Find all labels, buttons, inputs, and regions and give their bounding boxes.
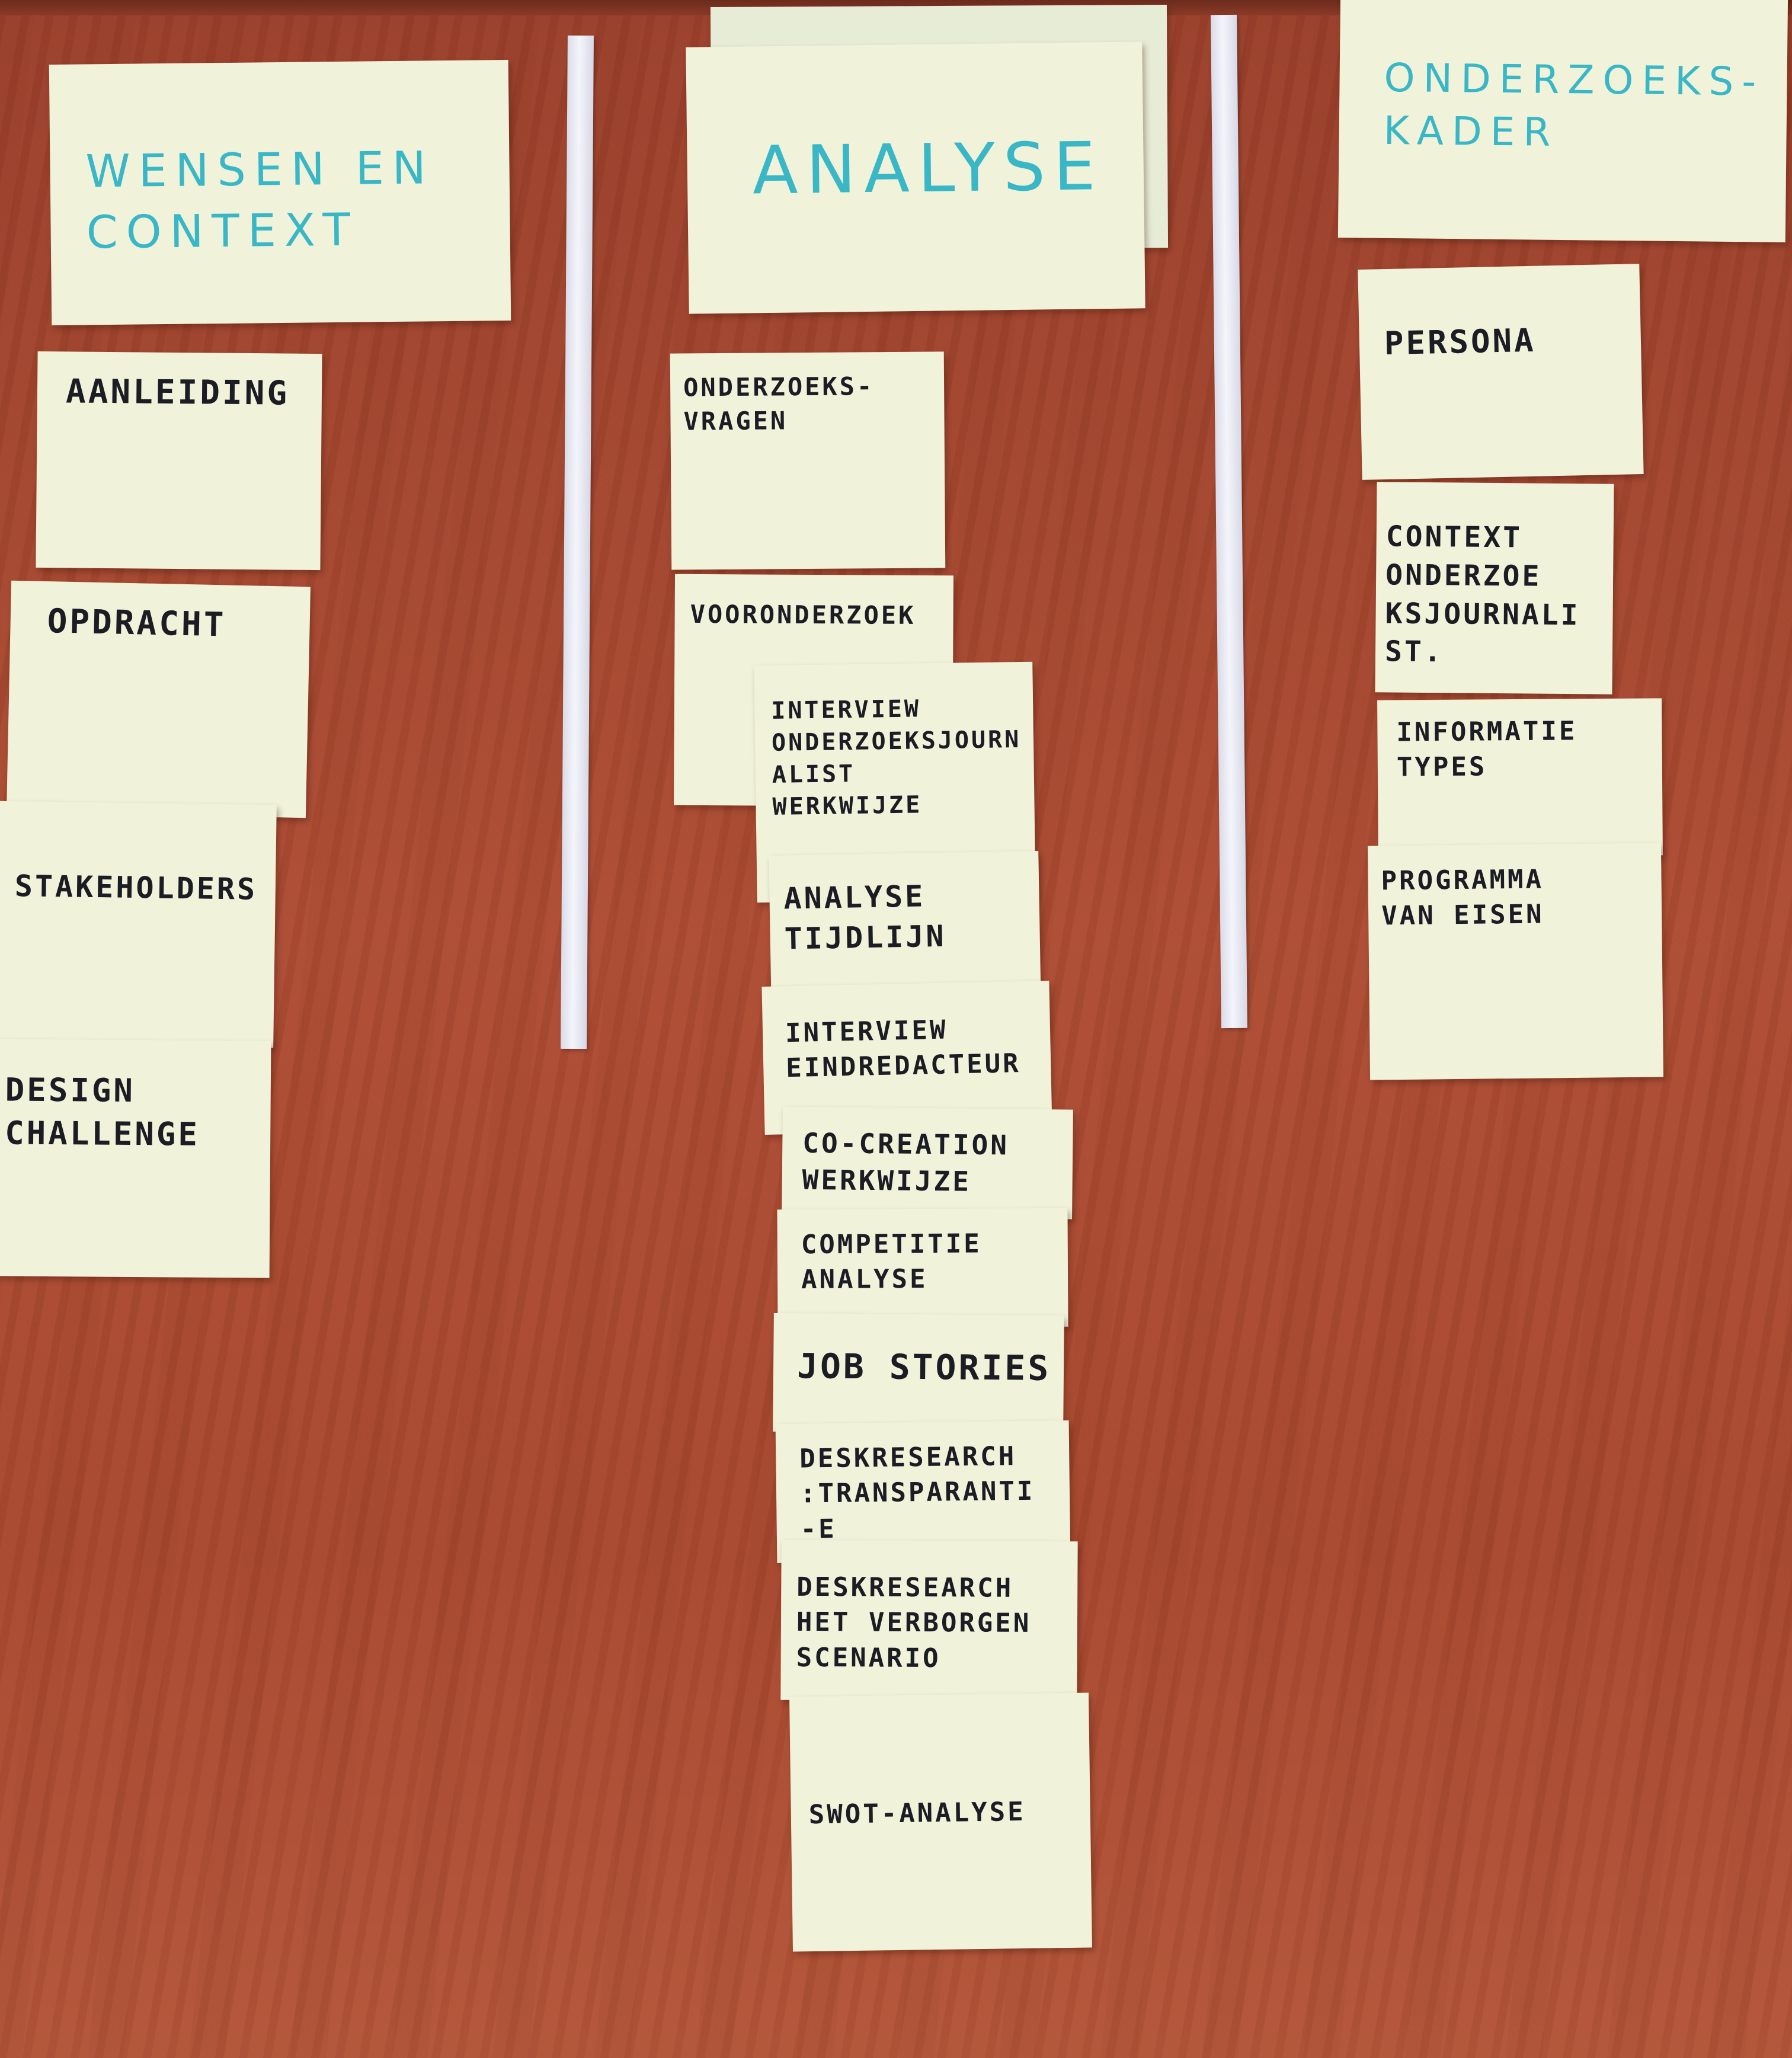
sticky-note-opdracht: OPDRACHT (6, 580, 311, 818)
sticky-note-persona: PERSONA (1358, 264, 1644, 480)
sticky-note-deskresearch-het-verborgen-scenario: DESKRESEARCH HET VERBORGEN SCENARIO (780, 1540, 1078, 1702)
sticky-note-swot-analyse: SWOT-ANALYSE (789, 1692, 1092, 1952)
sticky-note-co-creation-werkwijze: CO-CREATION WERKWIJZE (782, 1106, 1073, 1220)
column-header-label: ANALYSE (752, 128, 1105, 210)
column-header-onderzoekskader: ONDERZOEKS- KADER (1337, 0, 1788, 242)
sticky-note-design-challenge: DESIGN CHALLENGE (0, 1039, 271, 1278)
sticky-note-stakeholders: STAKEHOLDERS (0, 801, 277, 1048)
column-header-label: ONDERZOEKS- KADER (1383, 55, 1765, 156)
sticky-note-programma-van-eisen: PROGRAMMA VAN EISEN (1367, 843, 1664, 1080)
column-header-wensen-en-context: WENSEN EN CONTEXT (49, 59, 511, 326)
column-header-label: WENSEN EN CONTEXT (85, 141, 435, 259)
column-divider-1 (561, 35, 594, 1049)
sticky-note-job-stories: JOB STORIES (773, 1313, 1064, 1435)
sticky-note-aanleiding: AANLEIDING (36, 351, 322, 571)
column-divider-2 (1211, 14, 1247, 1029)
sticky-note-informatie-types: INFORMATIE TYPES (1377, 698, 1663, 857)
sticky-note-context-onderzoeksjournalist: CONTEXT ONDERZOE KSJOURNALI ST. (1375, 482, 1614, 694)
sticky-note-competitie-analyse: COMPETITIE ANALYSE (777, 1208, 1068, 1329)
column-header-analyse: ANALYSE (686, 41, 1145, 314)
sticky-note-onderzoeksvragen: ONDERZOEKS- VRAGEN (670, 351, 946, 570)
